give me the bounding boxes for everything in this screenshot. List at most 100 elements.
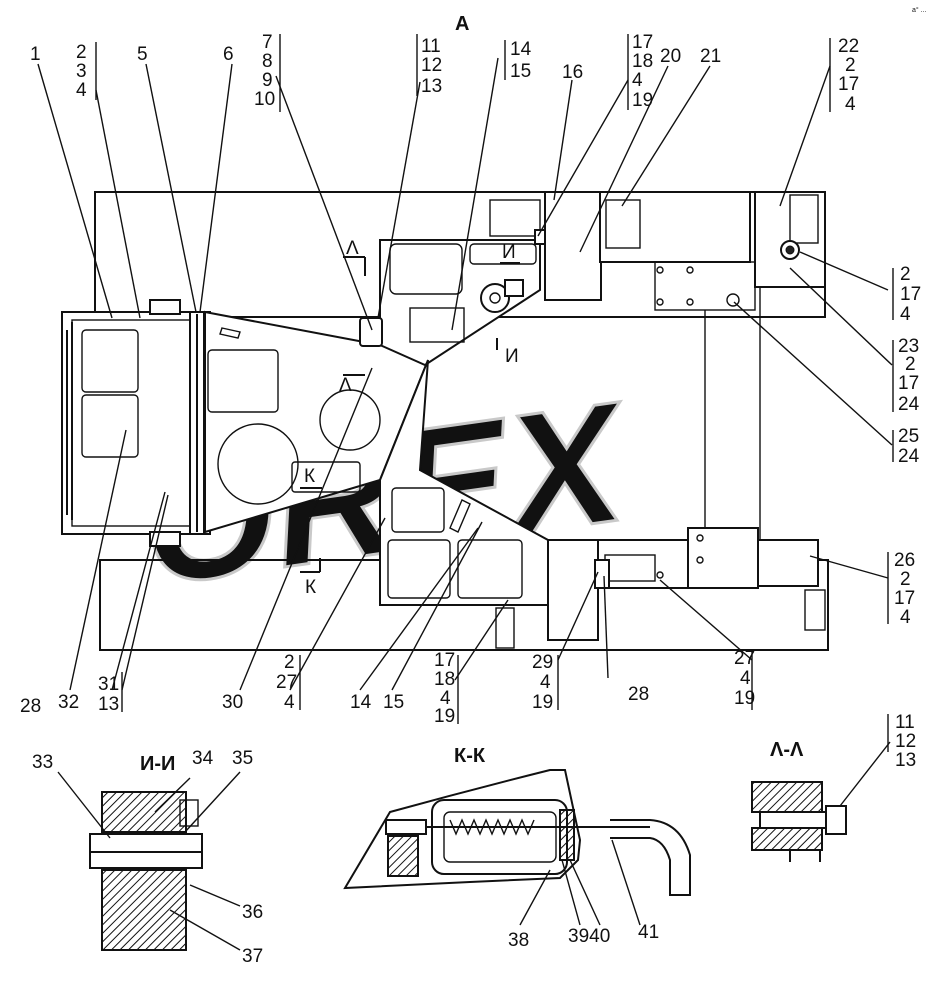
svg-text:15: 15	[510, 61, 531, 82]
stack-11-12-13-section: 11 12 13	[895, 712, 916, 771]
svg-text:19: 19	[532, 692, 553, 713]
svg-text:25: 25	[898, 426, 919, 447]
view-title: A	[455, 13, 469, 35]
stack-23-2-17-24: 23 2 17 24	[898, 336, 920, 415]
stack-31-13: 31 13	[98, 674, 119, 715]
callout-28-left: 28	[20, 696, 41, 717]
svg-text:7: 7	[262, 32, 273, 53]
svg-text:19: 19	[434, 706, 455, 727]
section-ii: И-И 33 34 35 36 37	[32, 748, 263, 967]
cab-window-upper	[81, 329, 139, 393]
stack-29-4-19: 29 4 19	[532, 652, 553, 713]
svg-text:4: 4	[284, 692, 295, 713]
callout-14-bottom: 14	[350, 692, 372, 713]
svg-text:22: 22	[838, 36, 859, 57]
lower-right-box-d	[757, 539, 819, 587]
stack-2-17-4: 2 17 4	[900, 264, 921, 325]
section-aa: Λ-Λ	[751, 739, 891, 862]
svg-text:9: 9	[262, 70, 273, 91]
stack-2-27-4: 2 27 4	[276, 652, 297, 713]
svg-text:11: 11	[421, 36, 441, 57]
svg-text:27: 27	[276, 672, 297, 693]
svg-text:24: 24	[898, 446, 920, 467]
section-aa-title: Λ-Λ	[770, 739, 804, 761]
stack-17-18-4-19-top: 17 18 4 19	[632, 32, 653, 111]
callout-6: 6	[223, 44, 234, 65]
callout-36: 36	[242, 902, 263, 923]
stack-26-2-17-4: 26 2 17 4	[894, 550, 915, 628]
svg-text:2: 2	[900, 569, 911, 590]
svg-text:4: 4	[440, 688, 451, 709]
callout-35: 35	[232, 748, 253, 769]
marker-lambda-bottom: Λ	[339, 375, 352, 396]
stack-7-8-9-10: 7 8 9 10	[254, 32, 275, 110]
section-kk-title: К-К	[454, 745, 486, 767]
svg-text:2: 2	[900, 264, 911, 285]
main-assembly	[61, 191, 829, 651]
svg-text:4: 4	[900, 304, 911, 325]
svg-text:24: 24	[898, 394, 920, 415]
stack-17-18-4-19-bottom: 17 18 4 19	[434, 650, 455, 727]
svg-text:17: 17	[900, 284, 921, 305]
svg-text:13: 13	[421, 76, 442, 97]
cab-window-lower	[81, 394, 139, 458]
svg-text:31: 31	[98, 674, 119, 695]
lower-right-box-c	[687, 527, 759, 589]
marker-k-bottom: К	[305, 577, 316, 598]
callout-41: 41	[638, 922, 659, 943]
svg-text:19: 19	[734, 688, 755, 709]
svg-text:2: 2	[76, 42, 87, 63]
svg-text:18: 18	[434, 669, 455, 690]
svg-text:23: 23	[898, 336, 919, 357]
svg-text:26: 26	[894, 550, 915, 571]
svg-text:4: 4	[845, 94, 856, 115]
stack-27-4-19: 27 4 19	[734, 648, 755, 709]
svg-text:29: 29	[532, 652, 553, 673]
callout-1: 1	[30, 44, 41, 65]
marker-i-top: И	[502, 242, 516, 263]
callout-34: 34	[192, 748, 214, 769]
svg-text:3: 3	[76, 61, 87, 82]
svg-text:18: 18	[632, 51, 653, 72]
svg-text:10: 10	[254, 89, 275, 110]
svg-text:2: 2	[284, 652, 295, 673]
callout-30: 30	[222, 692, 243, 713]
callout-labels: 1 5 6 16 20 21 28 32 30 14 15 28	[20, 44, 721, 717]
callout-28-right: 28	[628, 684, 649, 705]
svg-text:12: 12	[421, 55, 442, 76]
marker-i-bottom: И	[505, 346, 519, 367]
callout-20: 20	[660, 46, 681, 67]
section-kk: К-К 38 3940 41	[343, 745, 691, 951]
pivot-disc	[480, 283, 510, 313]
cab-body	[61, 311, 211, 535]
callout-37: 37	[242, 946, 263, 967]
callout-39-40: 3940	[568, 926, 610, 947]
svg-text:27: 27	[734, 648, 755, 669]
callout-21: 21	[700, 46, 721, 67]
svg-text:4: 4	[76, 80, 87, 101]
svg-text:17: 17	[838, 74, 859, 95]
svg-text:17: 17	[898, 373, 919, 394]
callout-5: 5	[137, 44, 148, 65]
callout-38: 38	[508, 930, 529, 951]
svg-text:14: 14	[510, 39, 532, 60]
svg-text:17: 17	[632, 32, 653, 53]
stack-25-24: 25 24	[898, 426, 920, 467]
stack-22-2-17-4: 22 2 17 4	[838, 36, 859, 115]
callout-33: 33	[32, 752, 53, 773]
stack-14-15-top: 14 15	[510, 39, 532, 82]
svg-text:13: 13	[98, 694, 119, 715]
callout-16: 16	[562, 62, 583, 83]
marker-lambda-top: Λ	[346, 238, 359, 259]
stack-11-12-13-top: 11 12 13	[421, 36, 442, 97]
svg-text:4: 4	[900, 607, 911, 628]
svg-text:4: 4	[540, 672, 551, 693]
svg-text:19: 19	[632, 90, 653, 111]
svg-text:12: 12	[895, 731, 916, 752]
svg-text:4: 4	[740, 668, 751, 689]
svg-text:2: 2	[845, 55, 856, 76]
callout-32: 32	[58, 692, 79, 713]
upper-right-box-b	[599, 191, 751, 263]
svg-text:13: 13	[895, 750, 916, 771]
